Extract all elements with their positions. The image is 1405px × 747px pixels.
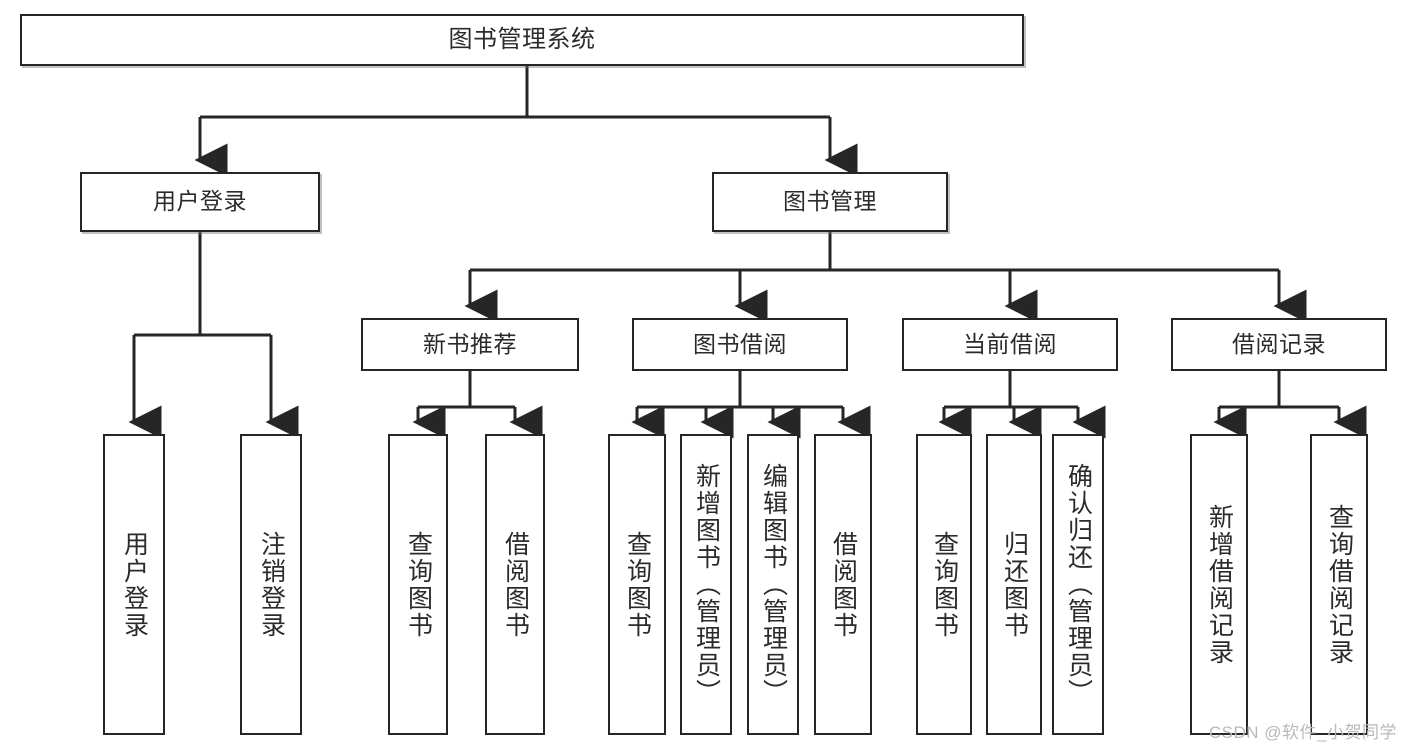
node-leaf-add-book-admin[interactable]: 新增图书（管理员） — [680, 434, 732, 735]
node-label: 借阅记录 — [1232, 330, 1326, 357]
node-leaf-add-borrow-record[interactable]: 新增借阅记录 — [1190, 434, 1248, 735]
node-current-borrow[interactable]: 当前借阅 — [902, 318, 1118, 371]
node-label: 查询图书 — [930, 530, 959, 639]
node-label: 图书借阅 — [693, 330, 787, 357]
node-label: 归还图书 — [1000, 530, 1029, 639]
node-leaf-confirm-return-admin[interactable]: 确认归还（管理员） — [1052, 434, 1104, 735]
node-borrow-record[interactable]: 借阅记录 — [1171, 318, 1387, 371]
node-leaf-query-book-recommend[interactable]: 查询图书 — [388, 434, 448, 735]
node-label: 注销登录 — [257, 530, 286, 639]
node-leaf-borrow-book[interactable]: 借阅图书 — [814, 434, 872, 735]
node-label: 当前借阅 — [963, 330, 1057, 357]
node-label: 确认归还（管理员） — [1064, 463, 1093, 706]
node-new-book-recommend[interactable]: 新书推荐 — [361, 318, 579, 371]
node-book-borrow[interactable]: 图书借阅 — [632, 318, 848, 371]
node-leaf-query-borrow-record[interactable]: 查询借阅记录 — [1310, 434, 1368, 735]
node-label: 查询图书 — [623, 530, 652, 639]
node-label: 图书管理系统 — [448, 25, 596, 53]
node-leaf-logout[interactable]: 注销登录 — [240, 434, 302, 735]
node-label: 新书推荐 — [423, 330, 517, 357]
node-leaf-edit-book-admin[interactable]: 编辑图书（管理员） — [747, 434, 799, 735]
node-label: 用户登录 — [120, 530, 149, 639]
node-label: 借阅图书 — [501, 530, 530, 639]
node-leaf-user-login[interactable]: 用户登录 — [103, 434, 165, 735]
node-leaf-borrow-book-recommend[interactable]: 借阅图书 — [485, 434, 545, 735]
node-label: 用户登录 — [153, 188, 247, 215]
node-user-login[interactable]: 用户登录 — [80, 172, 320, 232]
node-label: 查询借阅记录 — [1325, 503, 1354, 666]
node-label: 借阅图书 — [829, 530, 858, 639]
node-label: 新增借阅记录 — [1205, 503, 1234, 666]
node-leaf-query-book-current[interactable]: 查询图书 — [916, 434, 972, 735]
node-label: 新增图书（管理员） — [692, 463, 721, 706]
node-leaf-return-book[interactable]: 归还图书 — [986, 434, 1042, 735]
node-leaf-query-book-borrow[interactable]: 查询图书 — [608, 434, 666, 735]
node-label: 图书管理 — [783, 188, 877, 215]
node-label: 编辑图书（管理员） — [759, 463, 788, 706]
csdn-watermark: CSDN @软件_小贺同学 — [1208, 723, 1397, 742]
node-root-book-management-system[interactable]: 图书管理系统 — [20, 14, 1024, 66]
node-book-management[interactable]: 图书管理 — [712, 172, 948, 232]
node-label: 查询图书 — [404, 530, 433, 639]
